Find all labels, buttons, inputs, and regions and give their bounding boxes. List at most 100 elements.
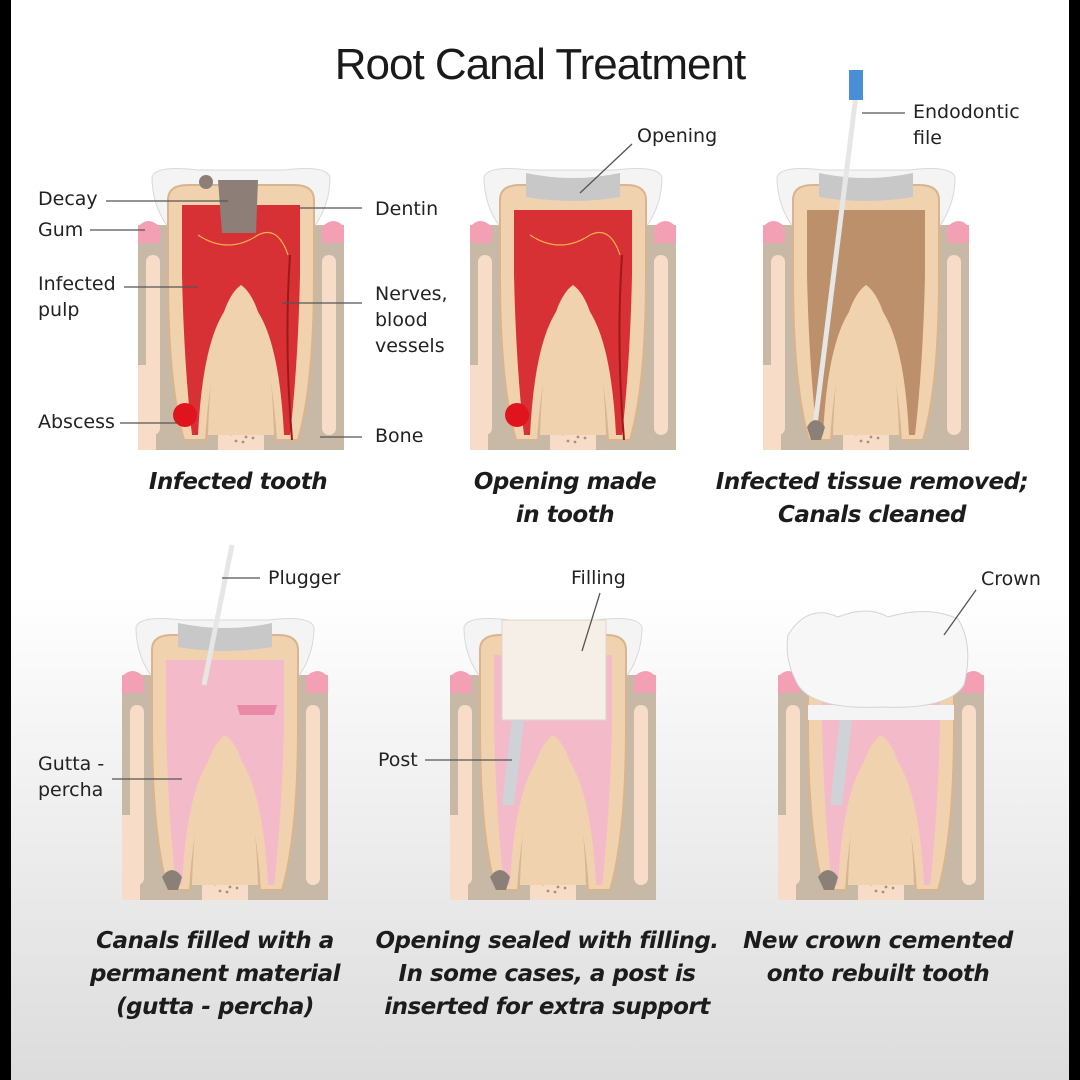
apex-seal — [162, 870, 182, 890]
label-gutta-line1: Gutta - — [38, 753, 105, 775]
blood-vessel-line — [618, 254, 625, 441]
bone-speckle — [225, 890, 229, 894]
bone-right — [654, 255, 668, 435]
label-post: Post — [378, 749, 418, 771]
bone-bottom-left — [470, 365, 488, 450]
label-file-line2: file — [913, 127, 942, 149]
caption-line: onto rebuilt tooth — [766, 961, 990, 987]
bone-speckle — [576, 435, 580, 439]
dentin-inner — [833, 285, 899, 435]
abscess — [505, 403, 529, 427]
tooth-illustration-infected — [138, 168, 344, 450]
caption-line: Infected tooth — [148, 469, 328, 495]
tooth-illustration-opening — [470, 168, 676, 450]
bone-speckle — [881, 890, 885, 894]
dentin-inner — [520, 735, 586, 885]
plugger-shaft — [201, 544, 235, 686]
caption-opening-made: Opening made in tooth — [440, 466, 690, 532]
gum-right — [634, 671, 656, 693]
caption-line: Opening made — [473, 469, 657, 495]
post — [502, 720, 524, 805]
tooth-illustration-filled — [122, 544, 328, 900]
caption-opening-sealed: Opening sealed with filling. In some cas… — [372, 925, 722, 1024]
gum-right — [654, 221, 676, 243]
gum-left — [138, 221, 160, 243]
endodontic-file-shaft — [812, 94, 859, 426]
bone-speckle — [869, 435, 873, 439]
label-nerves-line2: blood — [375, 309, 428, 331]
label-file-line1: Endodontic — [913, 101, 1020, 123]
gum-right — [322, 221, 344, 243]
bone-right — [306, 705, 320, 885]
gutta-top — [237, 705, 277, 715]
bone-right — [634, 705, 648, 885]
bone-right — [947, 255, 961, 435]
caption-tissue-removed: Infected tissue removed; Canals cleaned — [712, 466, 1032, 532]
opening-cavity — [178, 623, 272, 651]
apex-seal — [818, 870, 838, 890]
bone-right — [962, 705, 976, 885]
filling-block — [501, 619, 607, 721]
pulp-canal — [182, 205, 300, 435]
bone-speckle — [891, 886, 895, 890]
bone-speckle — [573, 440, 577, 444]
bone-speckle — [244, 435, 248, 439]
apex-seal — [807, 420, 825, 440]
nerve-line — [197, 231, 289, 256]
bone-speckle — [241, 440, 245, 444]
dentin-inner — [208, 285, 274, 435]
bone-speckle — [234, 439, 238, 443]
dentin-inner — [540, 285, 606, 435]
bone-right — [322, 255, 336, 435]
bone-speckle — [859, 439, 863, 443]
caption-line: in tooth — [515, 502, 615, 528]
bone-speckle — [546, 889, 550, 893]
bone-bottom-left — [138, 365, 156, 450]
caption-line: New crown cemented — [743, 928, 1013, 954]
bone-bottom-left — [450, 815, 468, 900]
bone-speckle — [235, 886, 239, 890]
label-plugger: Plugger — [268, 567, 341, 589]
bone-speckle — [876, 436, 880, 440]
caption-line: In some cases, a post is — [398, 961, 696, 987]
label-decay: Decay — [38, 188, 98, 210]
bone-speckle — [583, 436, 587, 440]
diagram-canvas — [11, 0, 1069, 1080]
crown-base — [808, 705, 954, 720]
label-abscess: Abscess — [38, 411, 115, 433]
label-nerves-line1: Nerves, — [375, 283, 448, 305]
bone-speckle — [556, 885, 560, 889]
blood-vessel-line — [286, 254, 293, 441]
label-dentin: Dentin — [375, 198, 439, 220]
bone-speckle — [563, 886, 567, 890]
crown-cap — [786, 610, 969, 708]
gum-left — [450, 671, 472, 693]
label-opening: Opening — [637, 125, 718, 147]
gum-left — [763, 221, 785, 243]
bone-speckle — [251, 436, 255, 440]
label-nerves-line3: vessels — [375, 335, 445, 357]
gum-right — [947, 221, 969, 243]
bone-speckle — [866, 440, 870, 444]
tooth-illustration-cleaned — [763, 70, 969, 450]
decay-spot — [199, 175, 213, 189]
caption-line: inserted for extra support — [384, 994, 710, 1020]
label-gutta-line2: percha — [38, 779, 104, 801]
bone-speckle — [566, 439, 570, 443]
bone-bottom-left — [122, 815, 140, 900]
dentin-inner — [192, 735, 258, 885]
decay — [218, 180, 258, 233]
caption-line: Opening sealed with filling. — [375, 928, 719, 954]
tooth-illustration-crown — [778, 610, 984, 900]
endodontic-file-handle — [849, 70, 863, 100]
bone-speckle — [218, 889, 222, 893]
label-gutta-percha: Gutta - percha — [38, 751, 104, 803]
label-nerves-blood-vessels: Nerves, blood vessels — [375, 281, 448, 359]
bone-speckle — [228, 885, 232, 889]
caption-line: Canals cleaned — [778, 502, 966, 528]
pulp-canal — [166, 660, 284, 885]
tooth-illustration-sealed — [450, 618, 656, 900]
label-infected-pulp-line1: Infected — [38, 273, 116, 295]
caption-line: Infected tissue removed; — [715, 469, 1029, 495]
gum-right — [962, 671, 984, 693]
